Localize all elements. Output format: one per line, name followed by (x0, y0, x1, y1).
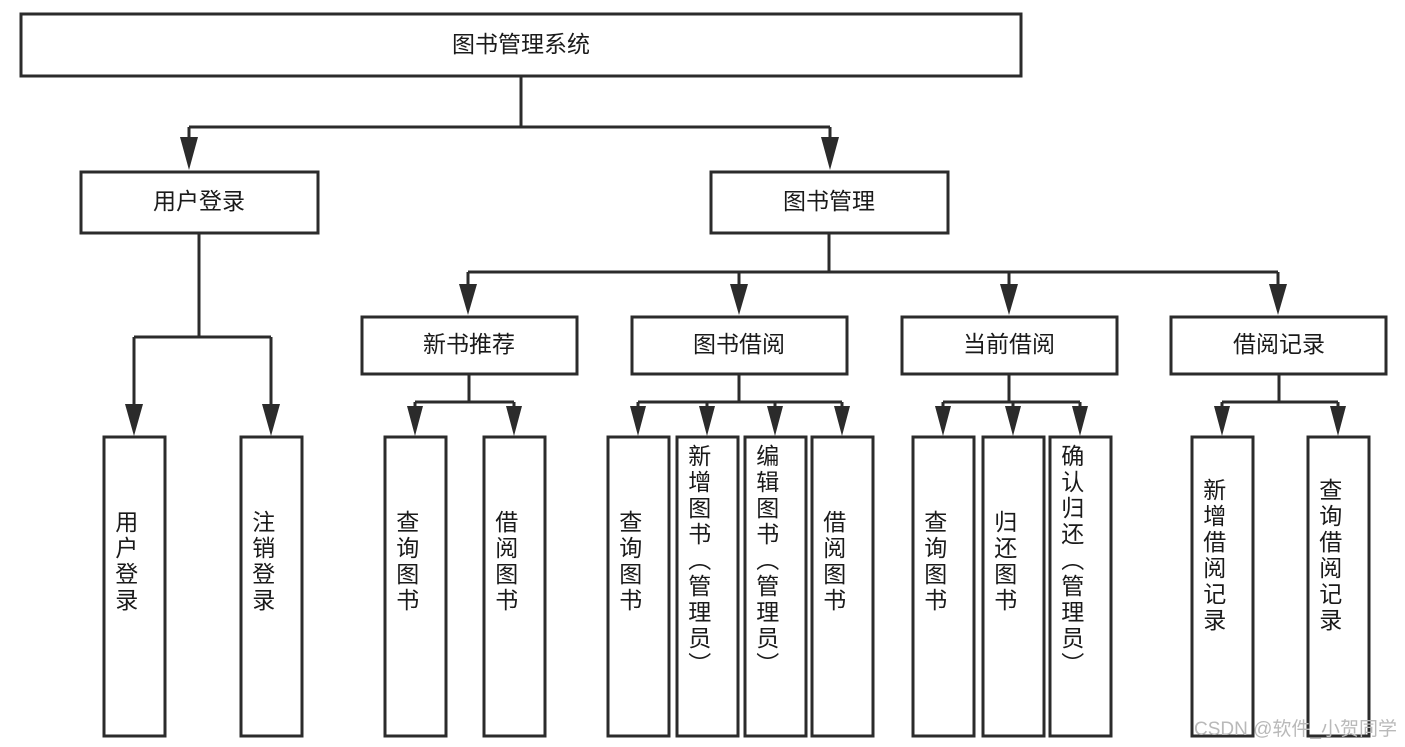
node-leaf-return-book[interactable] (981, 435, 1046, 738)
node-box-layer (19, 12, 1388, 738)
csdn-watermark: CSDN @软件_小贺同学 (1194, 719, 1397, 740)
label-new-book-recommend: 新书推荐 (423, 331, 515, 357)
label-user-login: 用户登录 (153, 188, 245, 214)
arrowhead-leaf-return-book (1005, 406, 1021, 436)
arrowhead-leaf-edit-book (767, 406, 783, 436)
node-leaf-query-record[interactable] (1306, 435, 1371, 738)
arrowhead-layer (125, 137, 1346, 436)
arrowhead-leaf-borrow-book-2 (834, 406, 850, 436)
node-leaf-add-book[interactable] (675, 435, 740, 738)
label-book-borrow: 图书借阅 (693, 331, 785, 357)
arrowhead-leaf-confirm-return (1072, 406, 1088, 436)
arrowhead-borrow-record (1269, 284, 1287, 315)
arrowhead-new-book-recommend (459, 284, 477, 315)
label-borrow-record: 借阅记录 (1233, 331, 1325, 357)
node-current-borrow[interactable] (900, 315, 1119, 376)
arrowhead-user-login (180, 137, 198, 170)
label-root: 图书管理系统 (452, 31, 590, 57)
arrowhead-book-borrow (730, 284, 748, 315)
node-book-manage[interactable] (709, 170, 950, 235)
node-book-borrow[interactable] (630, 315, 849, 376)
arrowhead-leaf-query-book-3 (935, 406, 951, 436)
node-leaf-confirm-return[interactable] (1048, 435, 1113, 738)
node-borrow-record[interactable] (1169, 315, 1388, 376)
node-leaf-borrow-book-2[interactable] (810, 435, 875, 738)
node-leaf-user-logout[interactable] (239, 435, 304, 738)
node-new-book-recommend[interactable] (360, 315, 579, 376)
label-current-borrow: 当前借阅 (963, 331, 1055, 357)
arrowhead-leaf-add-book (699, 406, 715, 436)
arrowhead-leaf-query-book-1 (407, 406, 423, 436)
arrowhead-current-borrow (1000, 284, 1018, 315)
connector-layer (132, 76, 1340, 406)
node-leaf-query-book-3[interactable] (911, 435, 976, 738)
node-leaf-edit-book[interactable] (743, 435, 808, 738)
node-leaf-borrow-book-1[interactable] (482, 435, 547, 738)
label-book-manage: 图书管理 (783, 188, 875, 214)
node-leaf-add-record[interactable] (1190, 435, 1255, 738)
node-leaf-user-login[interactable] (102, 435, 167, 738)
horizontal-label-layer: 图书管理系统 用户登录 图书管理 新书推荐 图书借阅 当前借阅 借阅记录 (153, 31, 1325, 357)
arrowhead-leaf-user-login (125, 404, 143, 436)
arrowhead-leaf-query-book-2 (630, 406, 646, 436)
node-leaf-query-book-2[interactable] (606, 435, 671, 738)
node-user-login[interactable] (79, 170, 320, 235)
arrowhead-leaf-user-logout (262, 404, 280, 436)
arrowhead-book-manage (821, 137, 839, 170)
arrowhead-leaf-add-record (1214, 406, 1230, 436)
node-leaf-query-book-1[interactable] (383, 435, 448, 738)
arrowhead-leaf-borrow-book-1 (506, 406, 522, 436)
arrowhead-leaf-query-record (1330, 406, 1346, 436)
node-root[interactable] (19, 12, 1023, 78)
